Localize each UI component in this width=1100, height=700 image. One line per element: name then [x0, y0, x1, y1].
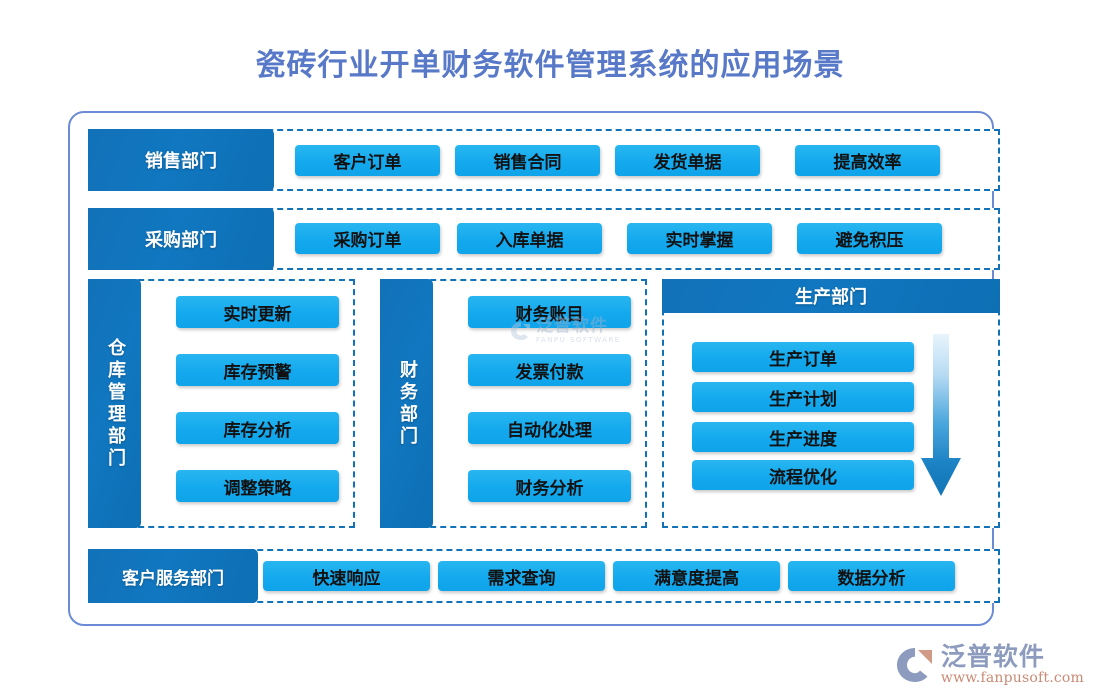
dept-label-warehouse[interactable]: 仓库管理部门 — [88, 279, 141, 528]
item-sales-2[interactable]: 发货单据 — [615, 145, 760, 176]
item-customer-service-1[interactable]: 需求查询 — [438, 561, 605, 591]
item-finance-0[interactable]: 财务账目 — [468, 296, 631, 328]
down-arrow-icon — [921, 334, 961, 496]
dept-label-purchasing[interactable]: 采购部门 — [88, 208, 274, 270]
brand-logo-icon — [896, 647, 932, 682]
item-production-0[interactable]: 生产订单 — [692, 342, 914, 372]
dept-label-customer-service[interactable]: 客户服务部门 — [88, 549, 258, 603]
item-production-2[interactable]: 生产进度 — [692, 422, 914, 452]
page-title: 瓷砖行业开单财务软件管理系统的应用场景 — [255, 48, 845, 83]
brand-name: 泛普软件 — [940, 641, 1045, 671]
item-customer-service-0[interactable]: 快速响应 — [263, 561, 430, 591]
production-flow-arrow — [920, 334, 962, 497]
dept-label-finance[interactable]: 财务部门 — [380, 279, 433, 528]
item-warehouse-1[interactable]: 库存预警 — [176, 354, 339, 386]
item-purchasing-3[interactable]: 避免积压 — [797, 223, 942, 254]
brand-logo: 泛普软件 www.fanpusoft.com — [895, 641, 1084, 686]
item-purchasing-0[interactable]: 采购订单 — [295, 223, 440, 254]
item-warehouse-2[interactable]: 库存分析 — [176, 412, 339, 444]
item-sales-1[interactable]: 销售合同 — [455, 145, 600, 176]
item-finance-2[interactable]: 自动化处理 — [468, 412, 631, 444]
item-sales-0[interactable]: 客户订单 — [295, 145, 440, 176]
item-production-3[interactable]: 流程优化 — [692, 460, 914, 490]
dept-label-production[interactable]: 生产部门 — [662, 279, 1000, 313]
item-finance-3[interactable]: 财务分析 — [468, 470, 631, 502]
brand-url: www.fanpusoft.com — [940, 670, 1084, 686]
item-sales-3[interactable]: 提高效率 — [795, 145, 940, 176]
item-finance-1[interactable]: 发票付款 — [468, 354, 631, 386]
item-customer-service-2[interactable]: 满意度提高 — [613, 561, 780, 591]
dept-label-sales[interactable]: 销售部门 — [88, 129, 274, 191]
item-purchasing-2[interactable]: 实时掌握 — [627, 223, 772, 254]
item-production-1[interactable]: 生产计划 — [692, 382, 914, 412]
item-warehouse-0[interactable]: 实时更新 — [176, 296, 339, 328]
item-purchasing-1[interactable]: 入库单据 — [457, 223, 602, 254]
item-warehouse-3[interactable]: 调整策略 — [176, 470, 339, 502]
item-customer-service-3[interactable]: 数据分析 — [788, 561, 955, 591]
